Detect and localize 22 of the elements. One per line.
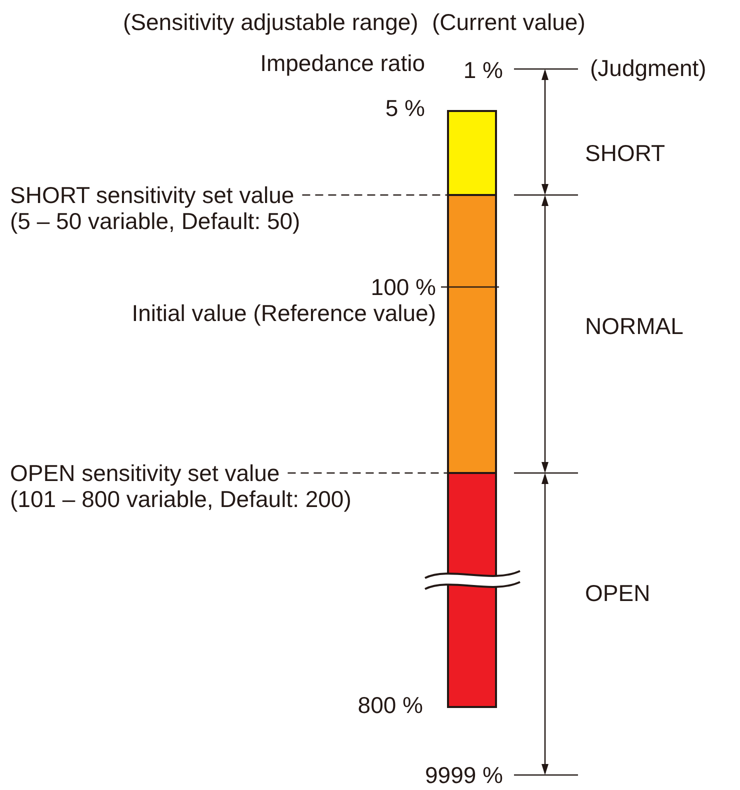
set-value-range: (101 – 800 variable, Default: 200) [10,486,352,512]
scale-title: Impedance ratio [260,50,425,76]
set-value-label: OPEN sensitivity set value [10,460,280,486]
dashed-leader-line [302,194,447,196]
reference-note: Initial value (Reference value) [132,300,436,326]
judgment-label: SHORT [585,140,666,166]
judgment-label: NORMAL [585,313,684,339]
bar-segment [447,110,497,196]
column-header: (Sensitivity adjustable range) [123,9,418,35]
set-value-range: (5 – 50 variable, Default: 50) [10,208,300,234]
scale-value: 5 % [385,95,425,121]
column-header: (Judgment) [590,55,706,81]
scale-value: 100 % [370,274,436,300]
column-header: (Current value) [432,9,586,35]
bar-segment [447,196,497,474]
dashed-leader-line [288,472,447,474]
scale-value: 800 % [358,692,423,718]
judgment-label: OPEN [585,580,650,606]
bar-segment [447,474,497,708]
set-value-label: SHORT sensitivity set value [10,182,294,208]
scale-value: 1 % [463,57,503,83]
scale-value: 9999 % [424,762,503,788]
